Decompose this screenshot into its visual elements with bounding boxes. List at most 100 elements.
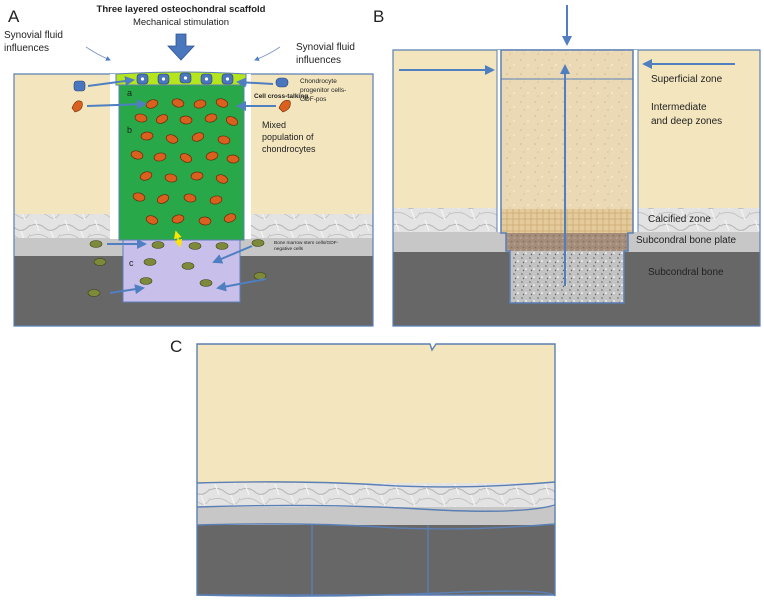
chondrocyte — [179, 153, 193, 163]
bone-plate-label: Subcondral bone plate — [636, 235, 737, 246]
subchondral-bone-layer — [197, 525, 555, 595]
plug-subchondral — [510, 251, 624, 303]
intermediate-label-line1: Intermediate — [651, 102, 707, 113]
force-arrows — [399, 5, 735, 286]
plug-bone-plate — [506, 233, 628, 251]
bone-line — [196, 523, 556, 530]
cartilage-layer — [197, 344, 555, 483]
progenitor-label-line3: GDF-pos — [300, 96, 327, 103]
synovial-chondrocyte — [71, 100, 83, 113]
marrow-cell — [87, 289, 101, 297]
chondrocyte — [130, 150, 144, 160]
arrow — [109, 284, 145, 295]
progenitor-label-line2: progenitor cells- — [300, 87, 346, 94]
arrow — [87, 76, 135, 87]
arrow — [86, 99, 147, 110]
mixed-population-line1: Mixed — [262, 120, 286, 130]
chondrocyte — [209, 195, 223, 205]
chondrocyte — [190, 171, 204, 181]
progenitor-label-line1: Chondrocyte — [300, 78, 337, 85]
chondrocyte — [225, 116, 239, 126]
chondrocyte — [191, 132, 205, 142]
marrow-cell — [89, 240, 103, 248]
defect-gap-left — [110, 74, 121, 239]
chondrocyte-cells — [130, 98, 240, 226]
scaffold-layer-b — [118, 84, 245, 241]
chondrocyte — [155, 114, 169, 124]
chondrocyte — [139, 171, 153, 181]
chondrocyte — [217, 135, 231, 145]
chondrocyte — [193, 99, 207, 109]
panel-c-letter: C — [170, 337, 182, 356]
arrow — [216, 278, 267, 292]
synovial-progenitor-cell — [73, 80, 86, 92]
panel-a-letter: A — [8, 7, 20, 26]
calcified-zone-label: Calcified zone — [648, 214, 711, 225]
mechanical-stimulation-arrow — [167, 33, 195, 61]
marrow-stem-cells — [87, 239, 267, 297]
synovial-right-line1: Synovial fluid — [296, 42, 355, 53]
plug-calcified — [501, 209, 633, 233]
healed-outline — [196, 343, 556, 597]
cross-talk-label: Cell cross-talking — [254, 93, 308, 100]
arrow — [236, 77, 274, 88]
marrow-cell — [251, 239, 265, 247]
panel-a-outline — [13, 73, 374, 327]
bottom-line — [196, 590, 556, 597]
marrow-cell — [93, 258, 107, 266]
chondrocyte — [153, 152, 167, 162]
chondrocyte — [183, 193, 197, 203]
marrow-cell — [181, 262, 195, 270]
arrow — [212, 245, 253, 264]
synovial-right-line2: influences — [296, 55, 341, 66]
marrow-label-line2: negative cells — [274, 246, 304, 252]
cross-talk-arrow — [173, 230, 183, 248]
chondrocyte — [140, 131, 154, 141]
mechanical-stimulation-label: Mechanical stimulation — [133, 17, 229, 28]
marrow-cell — [139, 277, 153, 285]
chondrocyte — [215, 98, 229, 108]
panel-c-outline — [196, 343, 556, 596]
chondrocyte — [132, 192, 146, 202]
synovial-left-line1: Synovial fluid — [4, 30, 63, 41]
panel-c: C — [170, 337, 556, 597]
chondrocyte — [204, 113, 218, 123]
chondrocyte — [198, 216, 212, 226]
intermediate-label-line2: and deep zones — [651, 116, 722, 127]
plate-line — [196, 504, 556, 512]
marrow-cell — [188, 242, 202, 250]
marrow-cell — [215, 242, 229, 250]
marrow-cell — [143, 258, 157, 266]
synovial-chondrocyte — [278, 100, 291, 113]
marrow-cell — [151, 241, 165, 249]
chondrocyte — [164, 173, 178, 183]
plug-cartilage — [501, 50, 633, 209]
mixed-population-line2: population of — [262, 132, 314, 142]
layer-b-label: b — [127, 125, 132, 135]
chondrocyte — [145, 215, 159, 225]
panel-b-letter: B — [373, 7, 384, 26]
chondrocyte — [223, 213, 237, 223]
chondrocyte — [171, 98, 185, 108]
superficial-zone-label: Superficial zone — [651, 74, 723, 85]
synovial-progenitor-cell — [275, 77, 289, 88]
chondrocyte — [171, 214, 185, 224]
chondrocyte — [205, 151, 219, 161]
plug-outline — [500, 49, 634, 304]
layer-a-label: a — [127, 88, 132, 98]
synovial-pointer-right — [254, 46, 281, 61]
scaffold-title: Three layered osteochondral scaffold — [97, 4, 266, 15]
calcified-layer — [197, 483, 555, 507]
defect-gap-right — [241, 74, 251, 239]
subchondral-bone-label: Subcondral bone — [648, 267, 724, 278]
marrow-cell — [199, 279, 213, 287]
layer-c-label: c — [129, 258, 134, 268]
chondrocyte — [226, 154, 240, 164]
chondrocyte — [134, 113, 148, 123]
bone-seams — [311, 525, 429, 595]
migration-arrows — [86, 76, 276, 295]
chondrocyte — [156, 194, 170, 204]
mixed-population-line3: chondrocytes — [262, 144, 316, 154]
progenitor-cells — [136, 72, 234, 85]
